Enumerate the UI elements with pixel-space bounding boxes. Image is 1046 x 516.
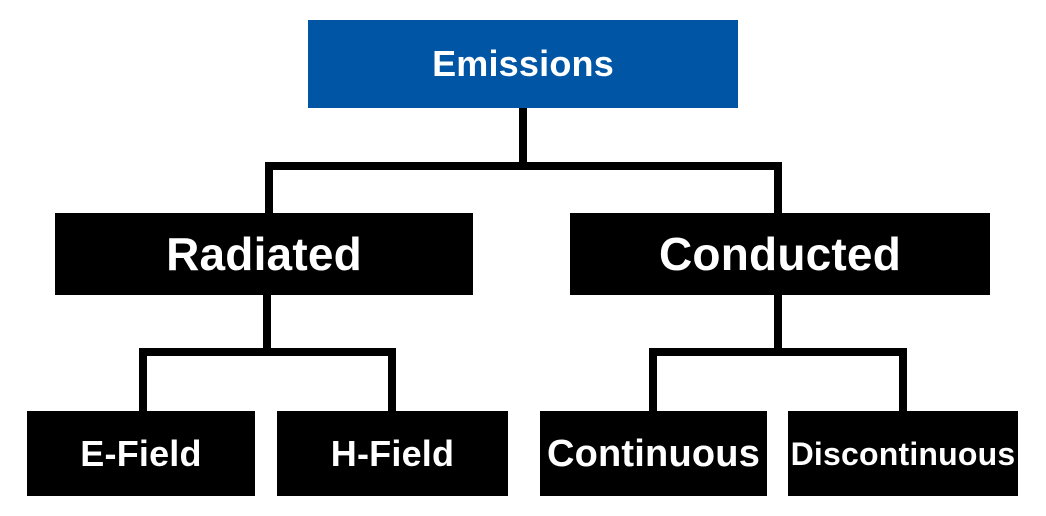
connector-conducted-drop [774,162,782,217]
node-conducted[interactable]: Conducted [570,213,990,295]
connector-radiated-children-bar [139,348,396,356]
node-discontinuous-label: Discontinuous [790,435,1016,472]
connector-conducted-children-bar [649,348,907,356]
connector-root-stem [519,108,527,166]
node-emissions[interactable]: Emissions [308,20,738,108]
connector-hfield-drop [388,348,396,414]
connector-level2-bar [265,162,782,170]
node-continuous-label: Continuous [546,432,761,475]
node-emissions-label: Emissions [432,43,614,84]
node-radiated-label: Radiated [166,228,362,280]
node-h-field[interactable]: H-Field [277,411,508,496]
connector-radiated-stem [263,293,271,351]
connector-efield-drop [139,348,147,414]
node-e-field-label: E-Field [80,432,202,474]
node-h-field-label: H-Field [330,432,455,474]
node-radiated[interactable]: Radiated [55,213,473,295]
node-e-field[interactable]: E-Field [27,411,255,496]
connector-conducted-stem [774,293,782,351]
node-continuous[interactable]: Continuous [540,411,767,496]
node-conducted-label: Conducted [659,228,901,280]
connector-discontinuous-drop [899,348,907,414]
connector-continuous-drop [649,348,657,414]
node-discontinuous[interactable]: Discontinuous [788,411,1018,496]
connector-radiated-drop [265,162,273,217]
